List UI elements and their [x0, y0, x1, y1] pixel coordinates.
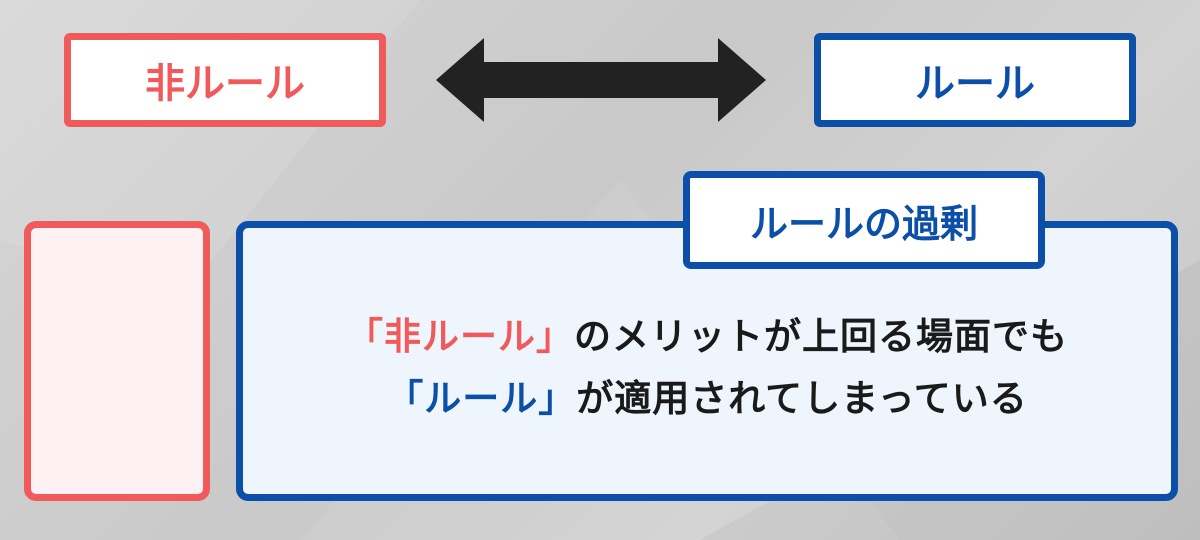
explanation-line-1: 「非ルール」のメリットが上回る場面でも — [236, 306, 1178, 368]
excess-rule-tag-label: ルールの過剰 — [749, 201, 978, 246]
rule-label: ルール — [915, 61, 1035, 107]
excess-rule-tag: ルールの過剰 — [683, 171, 1045, 269]
non-rule-label: 非ルール — [145, 61, 305, 107]
non-rule-quote: 「非ルール」 — [346, 315, 574, 358]
explanation-text: 「非ルール」のメリットが上回る場面でも 「ルール」が適用されてしまっている — [236, 306, 1178, 430]
line-1-text: のメリットが上回る場面でも — [574, 315, 1068, 358]
rule-box: ルール — [814, 33, 1136, 127]
non-rule-side-panel — [24, 221, 210, 501]
double-arrow-icon — [436, 38, 766, 122]
rule-quote: 「ルール」 — [386, 377, 577, 420]
non-rule-box: 非ルール — [64, 33, 386, 127]
line-2-text: が適用されてしまっている — [576, 377, 1028, 420]
explanation-line-2: 「ルール」が適用されてしまっている — [236, 368, 1178, 430]
